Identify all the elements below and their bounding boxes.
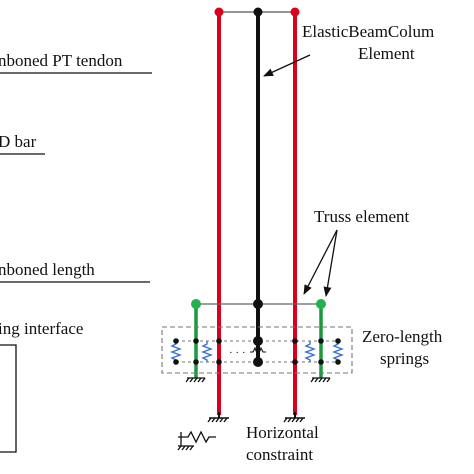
node-dot-icon xyxy=(292,338,298,344)
spring-icon xyxy=(201,341,213,362)
label-zero-length: Zero-length xyxy=(362,327,443,346)
node-dot-icon xyxy=(253,357,263,367)
node-dot-icon xyxy=(193,359,199,365)
fixed-support-icon xyxy=(310,377,331,383)
label-pt-bar: D bar xyxy=(0,132,37,151)
label-horizontal: Horizontal xyxy=(246,423,319,442)
node-dot-icon xyxy=(216,338,222,344)
horizontal-constraint-symbol xyxy=(177,430,216,451)
node-dot-icon xyxy=(214,7,224,17)
label-springs: springs xyxy=(380,349,429,368)
node-dot-icon xyxy=(173,359,179,365)
arrow-to-column xyxy=(263,54,311,77)
label-element: Element xyxy=(358,44,415,63)
node-dot-icon xyxy=(316,299,326,309)
left-box-outline xyxy=(0,344,17,453)
label-constraint: constraint xyxy=(246,445,313,464)
zero-length-zone-frame xyxy=(161,326,353,374)
node-dot-icon xyxy=(216,359,222,365)
spring-ellipsis: · · · xyxy=(229,347,246,359)
fixed-support-icon xyxy=(185,377,206,383)
fixed-support-icon xyxy=(207,412,229,423)
spring-icon xyxy=(178,430,216,444)
label-unboned-length: nboned length xyxy=(0,260,95,279)
node-dot-icon xyxy=(253,7,263,17)
node-dot-icon xyxy=(253,336,263,346)
arrow-to-truss-right xyxy=(323,229,338,297)
node-dot-icon xyxy=(318,359,324,365)
node-dot-icon xyxy=(292,359,298,365)
node-dot-icon xyxy=(335,359,341,365)
arrow-to-truss-left xyxy=(303,229,338,295)
node-dot-icon xyxy=(173,338,179,344)
spring-icon xyxy=(332,341,344,362)
label-rocking-interface: ing interface xyxy=(0,319,83,338)
node-dot-icon xyxy=(193,338,199,344)
node-dot-icon xyxy=(290,7,300,17)
node-dot-icon xyxy=(318,338,324,344)
label-unboned-pt-tendon: nboned PT tendon xyxy=(0,51,123,70)
left-label-group: nboned PT tendon D bar nboned length ing… xyxy=(0,51,152,453)
label-elastic-beam-column: ElasticBeamColum xyxy=(302,22,434,41)
spring-icon xyxy=(304,341,316,362)
node-dot-icon xyxy=(253,299,263,309)
spring-set xyxy=(170,341,344,362)
spring-nodes xyxy=(173,336,341,367)
node-dot-icon xyxy=(335,338,341,344)
label-truss-element: Truss element xyxy=(314,207,410,226)
spring-icon xyxy=(250,346,266,358)
node-dot-icon xyxy=(191,299,201,309)
fixed-support-icon xyxy=(283,412,305,423)
spring-icon xyxy=(170,341,182,362)
